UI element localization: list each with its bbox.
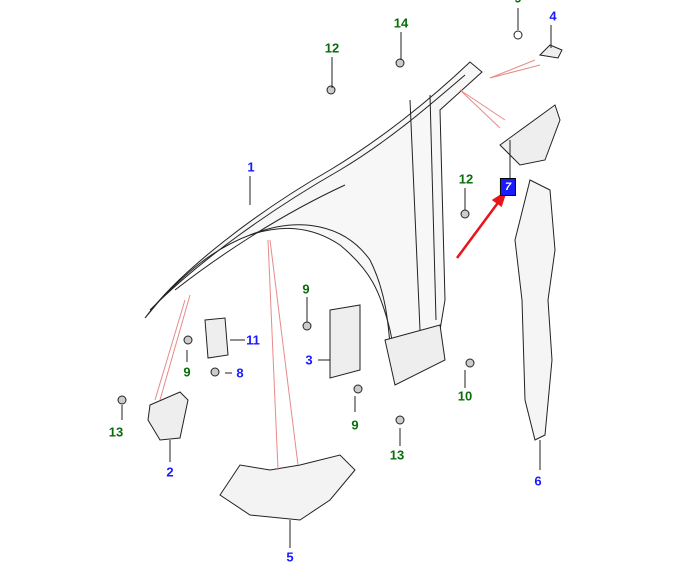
bracket-part-11 <box>204 317 229 359</box>
callout-9-bottom[interactable]: 9 <box>351 417 359 433</box>
shield-part-6 <box>514 179 556 441</box>
fender-panel <box>144 61 483 356</box>
bracket-part-3 <box>329 304 361 379</box>
bracket-part-2 <box>147 391 189 441</box>
seal-part-7 <box>499 104 561 166</box>
fasteners <box>117 58 475 425</box>
callout-9-left[interactable]: 9 <box>183 364 191 380</box>
red-pointer-arrow <box>455 190 508 259</box>
bracket-part-4 <box>538 44 563 59</box>
liner-part-5 <box>219 454 356 521</box>
callout-9-top[interactable]: 9 <box>514 0 521 6</box>
callout-11[interactable]: 11 <box>246 332 260 348</box>
callout-7-highlighted[interactable]: 7 <box>499 178 517 196</box>
callout-13-bottom[interactable]: 13 <box>389 447 405 463</box>
callout-14[interactable]: 14 <box>393 15 409 31</box>
callout-6[interactable]: 6 <box>534 473 542 489</box>
callout-5[interactable]: 5 <box>286 549 294 565</box>
callout-10[interactable]: 10 <box>457 388 473 404</box>
callout-8[interactable]: 8 <box>236 365 244 381</box>
callout-9-middle[interactable]: 9 <box>302 281 310 297</box>
callout-2[interactable]: 2 <box>166 464 174 480</box>
callout-12-right[interactable]: 12 <box>458 171 474 187</box>
callout-1[interactable]: 1 <box>247 159 255 175</box>
fender-bracket <box>384 324 446 386</box>
callout-13-left[interactable]: 13 <box>108 424 124 440</box>
callout-4[interactable]: 4 <box>549 8 557 24</box>
callout-3[interactable]: 3 <box>305 352 313 368</box>
callout-12-top[interactable]: 12 <box>324 40 340 56</box>
